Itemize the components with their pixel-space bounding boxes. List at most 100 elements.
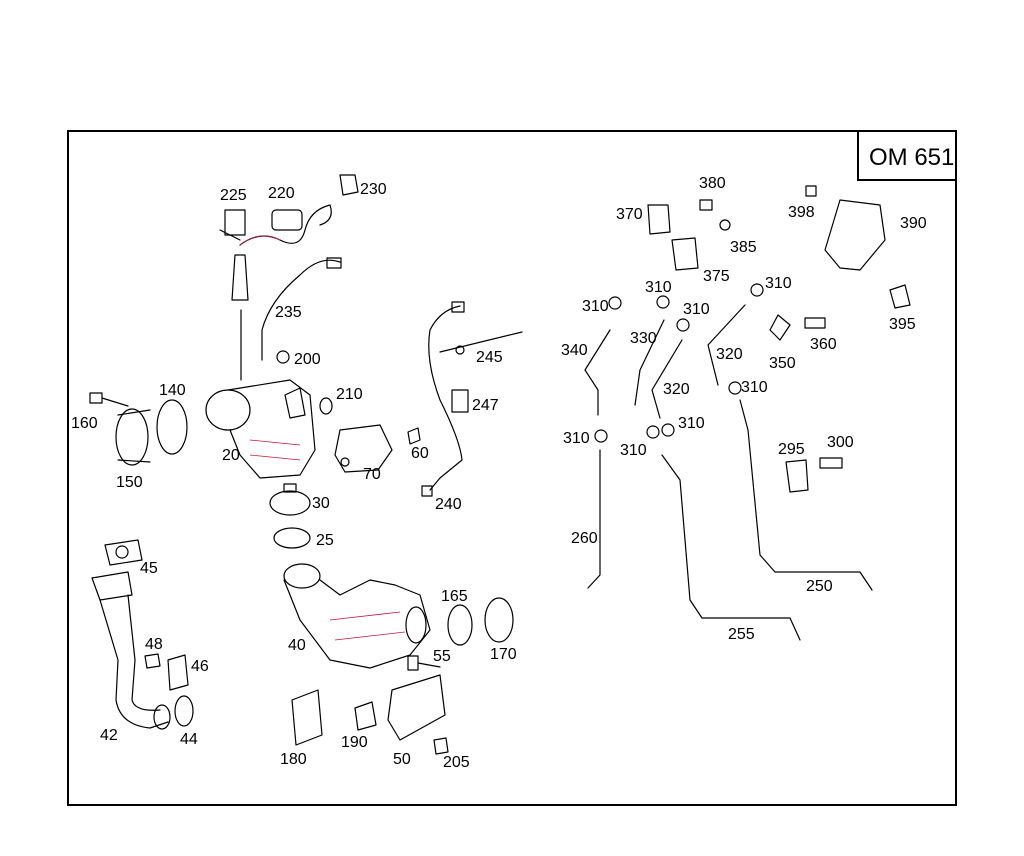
part-clamp-310-d[interactable] — [750, 283, 764, 297]
part-gasket-45[interactable] — [104, 539, 143, 566]
part-sensor-375[interactable] — [671, 237, 699, 271]
part-clamp-310-b[interactable] — [656, 295, 670, 309]
callout-190: 190 — [341, 734, 368, 751]
callout-320-lower: 320 — [663, 381, 690, 398]
callout-25: 25 — [316, 532, 334, 549]
part-bracket-180[interactable] — [291, 689, 323, 746]
callout-310-a: 310 — [582, 298, 609, 315]
callout-350: 350 — [769, 355, 796, 372]
part-clamp-170[interactable] — [484, 597, 514, 643]
callout-310-c: 310 — [683, 301, 710, 318]
part-ring-140[interactable] — [156, 399, 188, 455]
part-bracket-190[interactable] — [354, 701, 377, 731]
callout-220: 220 — [268, 185, 295, 202]
part-clamp-310-h[interactable] — [661, 423, 675, 437]
part-hose-320-lower[interactable] — [651, 339, 683, 419]
part-bolt-55[interactable] — [407, 655, 441, 671]
part-clamp-150[interactable] — [115, 408, 151, 466]
part-bracket-245[interactable] — [439, 331, 523, 355]
part-bracket-70[interactable] — [334, 424, 393, 473]
part-pipe-260[interactable] — [587, 449, 601, 589]
part-sensor-220[interactable] — [239, 204, 332, 246]
callout-44: 44 — [180, 731, 198, 748]
part-hose-330[interactable] — [634, 319, 665, 406]
part-clamp-310-g[interactable] — [646, 425, 660, 439]
part-washer-385[interactable] — [719, 219, 731, 231]
part-nut-60[interactable] — [407, 427, 421, 445]
part-clamp-44[interactable] — [174, 695, 194, 727]
callout-180: 180 — [280, 751, 307, 768]
part-gasket-210[interactable] — [319, 397, 333, 415]
part-temp-sensor-235[interactable] — [261, 257, 342, 361]
part-pressure-sensor-370[interactable] — [647, 204, 671, 235]
callout-70: 70 — [363, 466, 381, 483]
callout-295: 295 — [778, 441, 805, 458]
callout-310-h: 310 — [620, 442, 647, 459]
part-washer-200[interactable] — [276, 350, 290, 364]
part-clip-230[interactable] — [339, 174, 359, 196]
callout-200: 200 — [294, 351, 321, 368]
part-bolt-398[interactable] — [805, 185, 817, 197]
part-bolt-160[interactable] — [89, 392, 129, 407]
part-clamp-310-a[interactable] — [608, 296, 622, 310]
part-exhaust-pipe-42[interactable] — [91, 571, 171, 730]
part-clamp-310-c[interactable] — [676, 318, 690, 332]
callout-300: 300 — [827, 434, 854, 451]
callout-395: 395 — [889, 316, 916, 333]
callout-310-g: 310 — [678, 415, 705, 432]
diagram-frame — [67, 130, 957, 806]
part-gasket-165[interactable] — [447, 604, 473, 646]
callout-235: 235 — [275, 304, 302, 321]
callout-390: 390 — [900, 215, 927, 232]
callout-230: 230 — [360, 181, 387, 198]
part-bolt-380[interactable] — [699, 199, 713, 211]
part-particulate-filter-20[interactable] — [205, 379, 316, 479]
part-sensor-240[interactable] — [421, 301, 465, 497]
part-bracket-50[interactable] — [387, 674, 446, 741]
part-clamp-310-f[interactable] — [594, 429, 608, 443]
callout-240: 240 — [435, 496, 462, 513]
engine-code-box: OM 651 — [857, 131, 956, 181]
callout-360: 360 — [810, 336, 837, 353]
callout-170: 170 — [490, 646, 517, 663]
part-nut-48[interactable] — [144, 653, 161, 669]
callout-210: 210 — [336, 386, 363, 403]
callout-370: 370 — [616, 206, 643, 223]
part-nut-205[interactable] — [433, 737, 449, 755]
callout-380: 380 — [699, 175, 726, 192]
part-clamp-30[interactable] — [269, 483, 311, 516]
part-bolt-300[interactable] — [819, 457, 843, 469]
callout-30: 30 — [312, 495, 330, 512]
part-bracket-225[interactable] — [219, 209, 246, 241]
callout-320-upper: 320 — [716, 346, 743, 363]
part-bracket-295[interactable] — [785, 459, 809, 493]
part-hose-340[interactable] — [584, 329, 611, 416]
part-catalytic-converter-40[interactable] — [283, 563, 431, 669]
part-bracket-46[interactable] — [167, 654, 189, 691]
callout-225: 225 — [220, 187, 247, 204]
part-clip-247[interactable] — [451, 389, 469, 413]
callout-398: 398 — [788, 204, 815, 221]
callout-60: 60 — [411, 445, 429, 462]
callout-310-f: 310 — [563, 430, 590, 447]
callout-255: 255 — [728, 626, 755, 643]
callout-310-d: 310 — [765, 275, 792, 292]
part-pipe-250[interactable] — [739, 399, 873, 591]
callout-45: 45 — [140, 560, 158, 577]
callout-247: 247 — [472, 397, 499, 414]
part-bracket-390[interactable] — [824, 199, 886, 271]
callout-55: 55 — [433, 648, 451, 665]
part-gasket-25[interactable] — [273, 527, 311, 549]
part-bolt-360[interactable] — [804, 317, 826, 329]
callout-260: 260 — [571, 530, 598, 547]
callout-375: 375 — [703, 268, 730, 285]
part-hose-320-upper[interactable] — [707, 304, 746, 386]
part-valve-350[interactable] — [769, 314, 791, 341]
part-pipe-255[interactable] — [661, 454, 801, 641]
callout-310-e: 310 — [741, 379, 768, 396]
part-clip-395[interactable] — [889, 284, 911, 309]
callout-labels: 225 220 230 235 200 210 20 160 140 150 7… — [71, 175, 927, 771]
part-clamp-310-e[interactable] — [728, 381, 742, 395]
part-oxygen-sensor[interactable] — [231, 254, 249, 381]
